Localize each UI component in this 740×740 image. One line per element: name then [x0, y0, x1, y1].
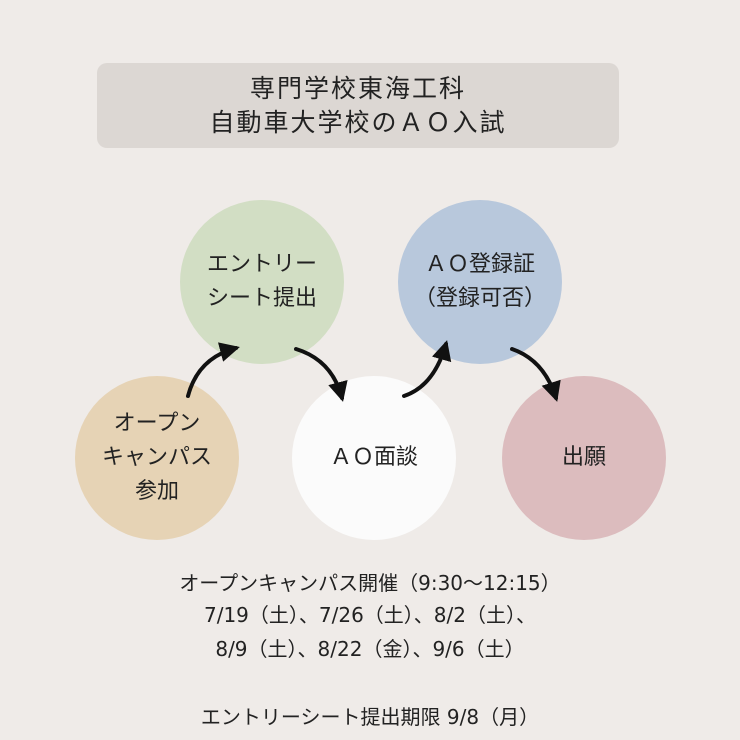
- title-line-2: 自動車大学校のＡＯ入試: [209, 107, 507, 137]
- node-entry-sheet: エントリー シート提出: [180, 200, 344, 364]
- entry-sheet-deadline: エントリーシート提出期限 9/8（月）: [200, 705, 540, 729]
- arrow-registration-to-application: [510, 347, 561, 402]
- arrow-entry-to-interview: [294, 347, 348, 402]
- node-label: オープン: [113, 411, 201, 436]
- node-label: シート提出: [206, 286, 317, 311]
- node-label: エントリー: [206, 252, 317, 277]
- node-label: ＡＯ登録証: [424, 252, 535, 277]
- open-campus-schedule: オープンキャンパス開催（9:30〜12:15）: [179, 571, 561, 595]
- node-ao-interview: ＡＯ面談: [292, 376, 456, 540]
- node-label: （登録可否）: [413, 286, 546, 311]
- arrow-interview-to-registration: [402, 340, 452, 398]
- node-label: キャンパス: [101, 445, 212, 470]
- open-campus-dates-2: 8/9（土）、8/22（金）、9/6（土）: [215, 637, 525, 661]
- node-label: ＡＯ面談: [329, 445, 418, 470]
- node-ao-registration: ＡＯ登録証 （登録可否）: [398, 200, 562, 364]
- arrow-open-to-entry: [186, 342, 240, 398]
- node-label: 参加: [134, 479, 179, 504]
- title-box: 専門学校東海工科 自動車大学校のＡＯ入試: [97, 63, 619, 148]
- node-label: 出願: [561, 445, 606, 470]
- node-open-campus: オープン キャンパス 参加: [75, 376, 239, 540]
- node-application: 出願: [502, 376, 666, 540]
- title-line-1: 専門学校東海工科: [249, 73, 466, 103]
- open-campus-dates-1: 7/19（土）、7/26（土）、8/2（土）、: [203, 603, 536, 627]
